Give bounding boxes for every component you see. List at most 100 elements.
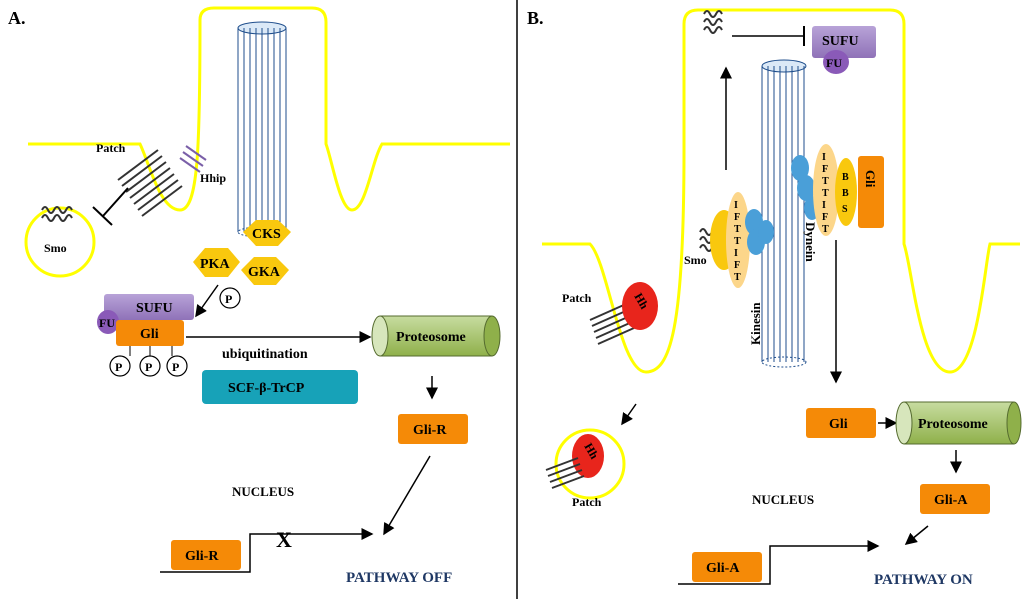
glir-to-gene-arrow — [383, 455, 431, 536]
glia-box — [920, 484, 990, 514]
pathway-on-label: PATHWAY ON — [874, 572, 973, 588]
ift-letters-left: I F T T I F T — [734, 200, 741, 283]
gli-label-b: Gli — [829, 417, 848, 432]
scf-label: SCF-β-TrCP — [228, 381, 305, 396]
svg-text:T: T — [734, 272, 741, 283]
glia-gene-box — [692, 552, 762, 582]
glia-gene-label: Gli-A — [706, 561, 740, 576]
scf-box — [202, 370, 358, 404]
phosphate-2-label: P — [145, 360, 152, 374]
gene-line-a — [160, 528, 374, 573]
gka-label: GKA — [248, 265, 281, 280]
svg-text:I: I — [734, 248, 738, 259]
patch-label-a: Patch — [96, 141, 126, 155]
phosphate-kinase — [219, 287, 241, 309]
cks-hexagon — [243, 220, 291, 246]
svg-text:F: F — [822, 212, 828, 223]
svg-text:B: B — [842, 188, 849, 199]
glir-box — [398, 414, 468, 444]
kinesin-motor — [745, 209, 774, 255]
kinesin-label: Kinesin — [748, 302, 763, 345]
cilium-axoneme-b — [761, 59, 807, 368]
patch-label-vesicle: Patch — [572, 495, 602, 509]
phosphate-3-label: P — [172, 360, 179, 374]
svg-text:T: T — [734, 236, 741, 247]
smo-vesicle — [24, 206, 96, 278]
svg-text:T: T — [822, 188, 829, 199]
sufu-box-b — [812, 26, 876, 58]
svg-text:I: I — [822, 200, 826, 211]
pathway-off-label: PATHWAY OFF — [346, 570, 452, 586]
proteosome-a — [371, 315, 501, 357]
gli-box-b — [806, 408, 876, 438]
nucleus-label-a: NUCLEUS — [232, 484, 294, 499]
glir-gene-label: Gli-R — [185, 549, 219, 564]
proteosome-label-b: Proteosome — [918, 417, 988, 432]
fu-label-b: FU — [826, 56, 842, 70]
smo-label-a: Smo — [44, 241, 67, 255]
pka-hexagon — [193, 248, 240, 277]
proteosome-b — [895, 401, 1022, 445]
glia-to-gene-arrow — [904, 525, 929, 545]
smo-receptor-a — [41, 206, 73, 222]
gli-box-a — [116, 320, 184, 346]
hh-ligand-vesicle — [572, 434, 604, 478]
nucleus-label-b: NUCLEUS — [752, 492, 814, 507]
hhip-label: Hhip — [200, 171, 226, 185]
pka-label: PKA — [200, 257, 230, 272]
svg-text:I: I — [822, 152, 826, 163]
bbs-oval — [835, 158, 857, 226]
phosphate-1-label: P — [115, 360, 122, 374]
svg-text:T: T — [822, 224, 829, 235]
phosphate-2 — [139, 355, 161, 377]
internalization-arrow — [621, 403, 637, 426]
panel-b: B. SUFU FU — [527, 8, 1022, 588]
glir-label: Gli-R — [413, 423, 447, 438]
sufu-label-b: SUFU — [822, 34, 859, 49]
phosphate-3 — [166, 355, 188, 377]
inhibition-bar-a — [92, 206, 113, 226]
cks-label: CKS — [252, 227, 281, 242]
patch-receptor-vesicle — [545, 457, 585, 489]
phosphate-1 — [109, 355, 131, 377]
patch-inhibits-smo — [102, 187, 129, 217]
panel-a: A. Patch Hhip — [8, 6, 510, 586]
internalized-vesicle — [554, 428, 626, 500]
glia-label: Gli-A — [934, 493, 968, 508]
blocked-x-mark: X — [276, 527, 292, 552]
fu-oval-a — [97, 310, 119, 334]
pka-to-gli-arrow — [195, 284, 219, 318]
fu-oval-b — [823, 50, 849, 74]
svg-text:F: F — [822, 164, 828, 175]
fu-label-a: FU — [99, 316, 115, 330]
svg-text:F: F — [734, 212, 740, 223]
sufu-box-a — [104, 294, 194, 320]
ubiquitination-label: ubiquitination — [222, 347, 308, 362]
ift-inner-right — [813, 144, 839, 236]
sufu-label-a: SUFU — [136, 301, 173, 316]
bbs-letters: B B S — [842, 172, 849, 215]
hhip-receptor — [179, 145, 207, 173]
patch-label-b: Patch — [562, 291, 592, 305]
membrane-b — [542, 8, 1020, 374]
gli-vertical-label: Gli — [863, 170, 878, 188]
smo-receptor-top — [703, 10, 723, 34]
dynein-label: Dynein — [803, 222, 818, 263]
svg-text:T: T — [734, 224, 741, 235]
glir-gene-box — [171, 540, 241, 570]
svg-text:T: T — [822, 176, 829, 187]
ift-letters-right: I F T T I F T — [822, 152, 829, 235]
panel-a-label: A. — [8, 8, 26, 28]
gli-box-cilium — [858, 156, 884, 228]
gli-label-a: Gli — [140, 327, 159, 342]
svg-text:B: B — [842, 172, 849, 183]
gene-line-b — [678, 540, 880, 585]
membrane-a — [28, 6, 510, 212]
panel-b-label: B. — [527, 8, 544, 28]
svg-text:I: I — [734, 200, 738, 211]
phosphate-kinase-label: P — [225, 292, 232, 306]
svg-text:F: F — [734, 260, 740, 271]
proteosome-label-a: Proteosome — [396, 330, 466, 345]
cilium-axoneme-a — [237, 21, 287, 238]
